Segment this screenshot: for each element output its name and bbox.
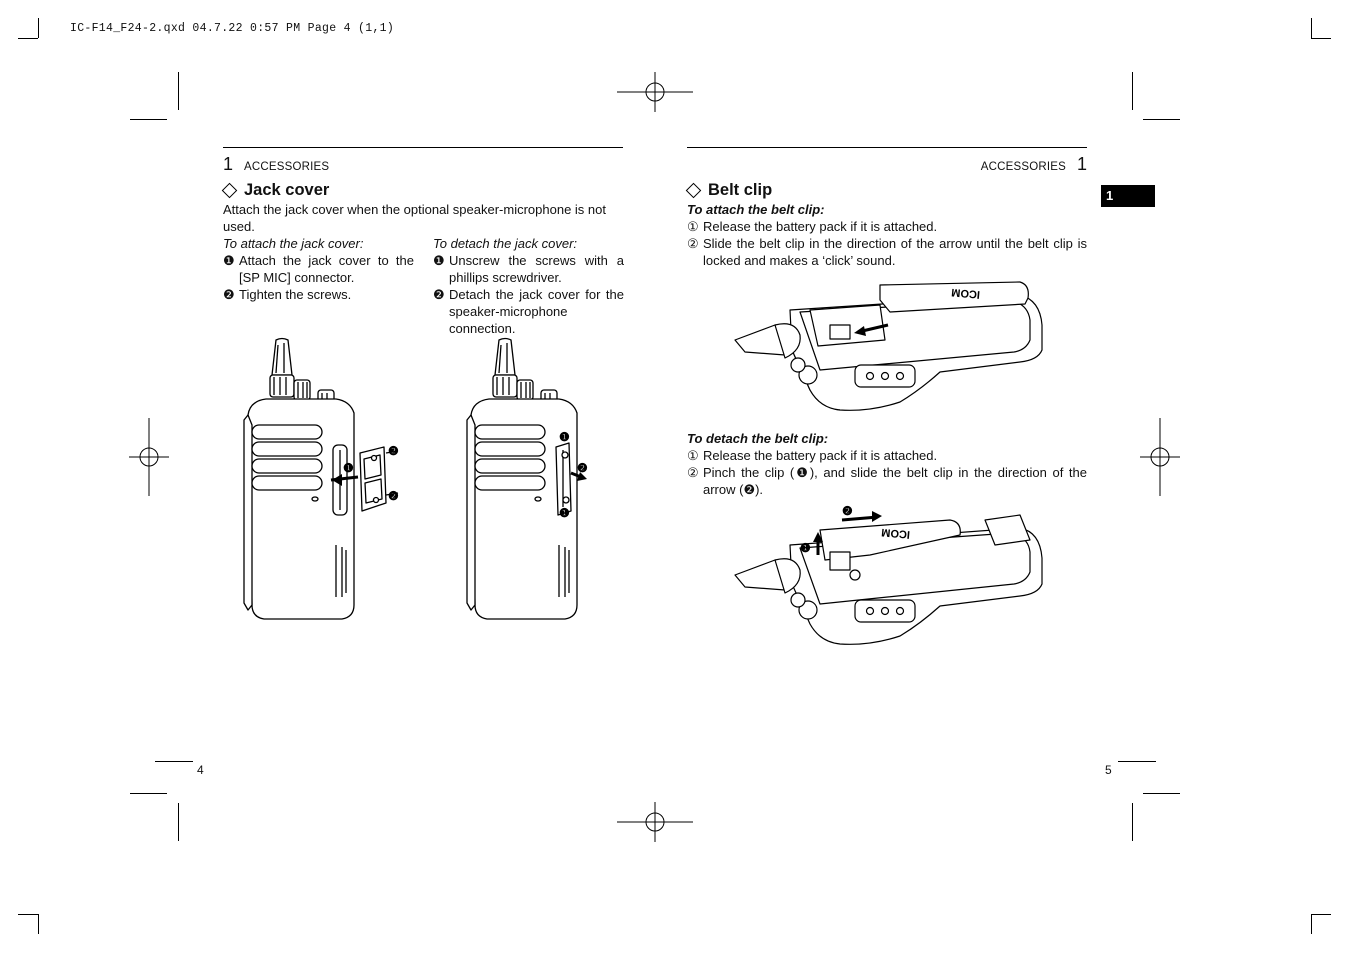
- list-item: ❶ Attach the jack cover to the [SP MIC] …: [223, 253, 414, 285]
- belt-clip-attach-illustration: ICOM: [734, 281, 1043, 411]
- list-item: ② Pinch the clip (❶), and slide the belt…: [687, 465, 1087, 497]
- section-label: ACCESSORIES: [244, 161, 330, 173]
- jack-cover-heading: Jack cover: [221, 181, 330, 200]
- attach-jack-cover-block: To attach the jack cover: ❶ Attach the j…: [223, 235, 414, 303]
- callout-2: ❷: [577, 461, 588, 475]
- radio-attach-illustration: ❷ ❶ ❷: [243, 337, 399, 620]
- callout-1: ❶: [800, 541, 811, 555]
- callout-2-top: ❷: [388, 444, 399, 458]
- heading-text: Belt clip: [708, 181, 773, 199]
- callout-1: ❶: [343, 461, 354, 475]
- file-slug: IC-F14_F24-2.qxd 04.7.22 0:57 PM Page 4 …: [70, 22, 395, 35]
- clip-brand: ICOM: [881, 526, 911, 540]
- list-item: ❶ Unscrew the screws with a phillips scr…: [433, 253, 624, 285]
- callout-1-bottom: ❶: [559, 506, 570, 520]
- belt-clip-heading: Belt clip: [685, 181, 773, 200]
- belt-clip-detach-illustration: ICOM ❷ ❶: [734, 504, 1043, 645]
- page-number-right: 5: [1105, 763, 1112, 777]
- callout-1-top: ❶: [559, 430, 570, 444]
- detach-belt-clip-block: To detach the belt clip: ① Release the b…: [687, 430, 1087, 498]
- callout-2: ❷: [842, 504, 853, 518]
- detach-title: To detach the belt clip:: [687, 431, 829, 446]
- right-running-head: ACCESSORIES 1: [887, 154, 1087, 175]
- attach-belt-clip-block: To attach the belt clip: ① Release the b…: [687, 201, 1087, 269]
- section-label: ACCESSORIES: [980, 161, 1066, 173]
- attach-title: To attach the belt clip:: [687, 202, 825, 217]
- page-number-left: 4: [197, 763, 204, 777]
- list-item: ② Slide the belt clip in the direction o…: [687, 236, 1087, 268]
- section-tab-badge: 1: [1101, 185, 1155, 207]
- callout-2-bottom: ❷: [388, 489, 399, 503]
- heading-text: Jack cover: [244, 181, 330, 199]
- jack-cover-intro: Attach the jack cover when the optional …: [223, 202, 606, 234]
- section-number: 1: [223, 154, 234, 174]
- attach-title: To attach the jack cover:: [223, 236, 364, 251]
- left-running-head: 1 ACCESSORIES: [223, 154, 329, 175]
- left-header-rule: [223, 147, 623, 148]
- detach-title: To detach the jack cover:: [433, 236, 578, 251]
- list-item: ① Release the battery pack if it is atta…: [687, 448, 938, 463]
- section-number: 1: [1076, 154, 1087, 174]
- detach-jack-cover-block: To detach the jack cover: ❶ Unscrew the …: [433, 235, 624, 337]
- right-header-rule: [687, 147, 1087, 148]
- diamond-icon: [221, 182, 238, 199]
- list-item: ❷ Tighten the screws.: [223, 287, 352, 302]
- radio-detach-illustration: ❶ ❷ ❶: [466, 337, 588, 620]
- clip-brand: ICOM: [951, 286, 981, 300]
- diamond-icon: [685, 182, 702, 199]
- list-item: ① Release the battery pack if it is atta…: [687, 219, 938, 234]
- list-item: ❷ Detach the jack cover for the speaker-…: [433, 287, 624, 336]
